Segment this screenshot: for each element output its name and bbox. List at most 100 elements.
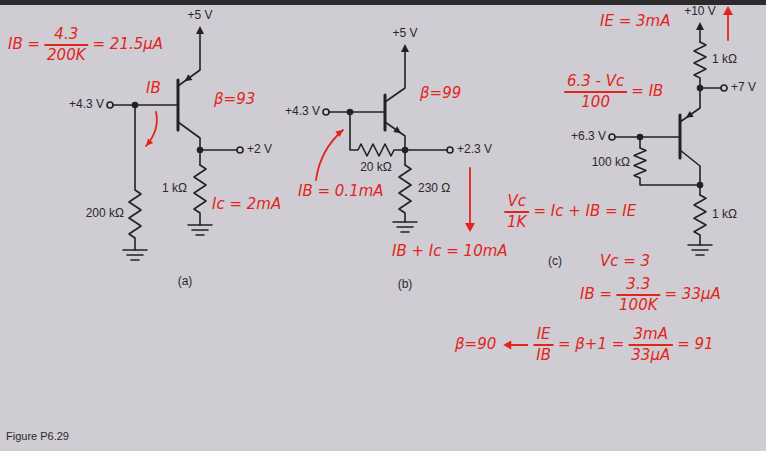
handwritten-note: 200K	[47, 47, 85, 64]
terminal	[323, 109, 329, 115]
fraction-bar	[505, 211, 528, 213]
arrowhead	[503, 341, 511, 350]
voltage-label: +2.3 V	[457, 143, 492, 157]
current-arrow	[727, 14, 729, 40]
handwritten-note: 100	[581, 94, 610, 111]
handwritten-note: = Ic + IB = IE	[533, 203, 636, 220]
wire	[385, 51, 405, 102]
handwritten-note: 3mA	[634, 326, 668, 343]
fraction-bar	[534, 344, 553, 346]
handwritten-note: 4.3	[54, 26, 78, 43]
current-arrow	[146, 112, 157, 146]
voltage-label: +4.3 V	[285, 105, 320, 119]
wire	[178, 122, 200, 165]
resistor-value: 100 kΩ	[592, 156, 630, 170]
emitter-arrow	[393, 126, 401, 133]
terminal	[237, 147, 243, 153]
wire	[699, 29, 701, 42]
arrowhead	[723, 6, 733, 15]
fraction-bar	[565, 91, 626, 93]
resistor-symbol	[194, 165, 206, 225]
panel-label: (c)	[548, 255, 562, 269]
ground-symbol	[188, 225, 212, 235]
wire	[405, 149, 447, 151]
wire	[680, 150, 700, 195]
handwritten-note: β=99	[420, 85, 461, 102]
voltage-label: +2 V	[247, 143, 272, 157]
current-arrow	[316, 130, 343, 180]
resistor-value: 1 kΩ	[712, 53, 737, 67]
wire	[178, 33, 200, 86]
panel-label: (a)	[178, 275, 193, 289]
wire	[329, 111, 385, 113]
voltage-label: +7 V	[731, 81, 756, 95]
terminal	[447, 147, 453, 153]
arrowhead	[401, 44, 409, 52]
arrowhead	[465, 223, 475, 232]
terminal	[609, 134, 615, 140]
fraction-bar	[617, 294, 659, 296]
ground-symbol	[688, 245, 712, 255]
voltage-label: +4.3 V	[69, 98, 104, 112]
resistor-value: 1 kΩ	[162, 182, 187, 196]
arrowhead	[696, 22, 704, 30]
resistor-symbol	[350, 112, 405, 156]
wire	[113, 104, 178, 106]
handwritten-note: 1K	[507, 214, 526, 231]
junction-dot	[698, 183, 703, 188]
handwritten-note: Vc = 3	[600, 253, 650, 270]
arrowhead	[335, 130, 343, 137]
wire	[385, 122, 405, 165]
handwritten-note: β=93	[214, 91, 255, 108]
resistor-symbol	[694, 195, 706, 245]
supply-label: +5 V	[187, 9, 212, 23]
panel-label: (b)	[398, 278, 413, 292]
resistor-symbol	[399, 165, 411, 222]
handwritten-note: IB = 0.1mA	[298, 183, 384, 200]
wire	[200, 149, 237, 151]
resistor-symbol	[129, 105, 141, 250]
photo-edge	[0, 0, 766, 5]
arrowhead	[196, 26, 204, 34]
resistor-value: 1 kΩ	[712, 208, 737, 222]
handwritten-note: 3.3	[626, 276, 650, 293]
current-arrow	[469, 168, 471, 224]
handwritten-note: = β+1 =	[558, 336, 624, 353]
handwritten-note: = 91	[677, 336, 713, 353]
resistor-symbol	[680, 42, 706, 122]
ground-symbol	[393, 222, 417, 232]
handwritten-note: 33μA	[631, 347, 670, 364]
handwritten-note: IE = 3mA	[600, 13, 670, 30]
handwritten-note: 6.3 - Vc	[567, 73, 624, 90]
arrowhead	[146, 138, 153, 146]
fraction-bar	[45, 44, 87, 46]
fraction-bar	[629, 344, 672, 346]
handwritten-note: = IB	[631, 83, 663, 100]
base-bar	[384, 95, 387, 130]
handwritten-note: = 33μA	[665, 286, 721, 303]
ground-symbol	[123, 250, 147, 260]
handwritten-note: β=90	[455, 336, 496, 353]
resistor-symbol	[634, 137, 700, 185]
supply-label: +10 V	[684, 5, 716, 19]
emitter-arrow	[185, 74, 193, 81]
resistor-value: 200 kΩ	[86, 207, 124, 221]
handwritten-note: IB	[536, 347, 551, 364]
handwritten-note: IB + Ic = 10mA	[392, 243, 508, 260]
voltage-label: +6.3 V	[571, 130, 606, 144]
handwritten-note: IE	[537, 326, 551, 343]
handwritten-note: Ic = 2mA	[212, 196, 281, 213]
handwritten-note: IB =	[8, 36, 40, 53]
emitter-arrow	[686, 111, 694, 118]
handwritten-note: IB	[146, 80, 161, 97]
resistor-value: 20 kΩ	[360, 161, 392, 175]
terminal	[721, 85, 727, 91]
terminal	[107, 102, 113, 108]
handwritten-note: 100K	[619, 297, 657, 314]
figure-caption: Figure P6.29	[6, 430, 69, 443]
handwritten-note: Vc	[507, 193, 526, 210]
supply-label: +5 V	[392, 27, 417, 41]
